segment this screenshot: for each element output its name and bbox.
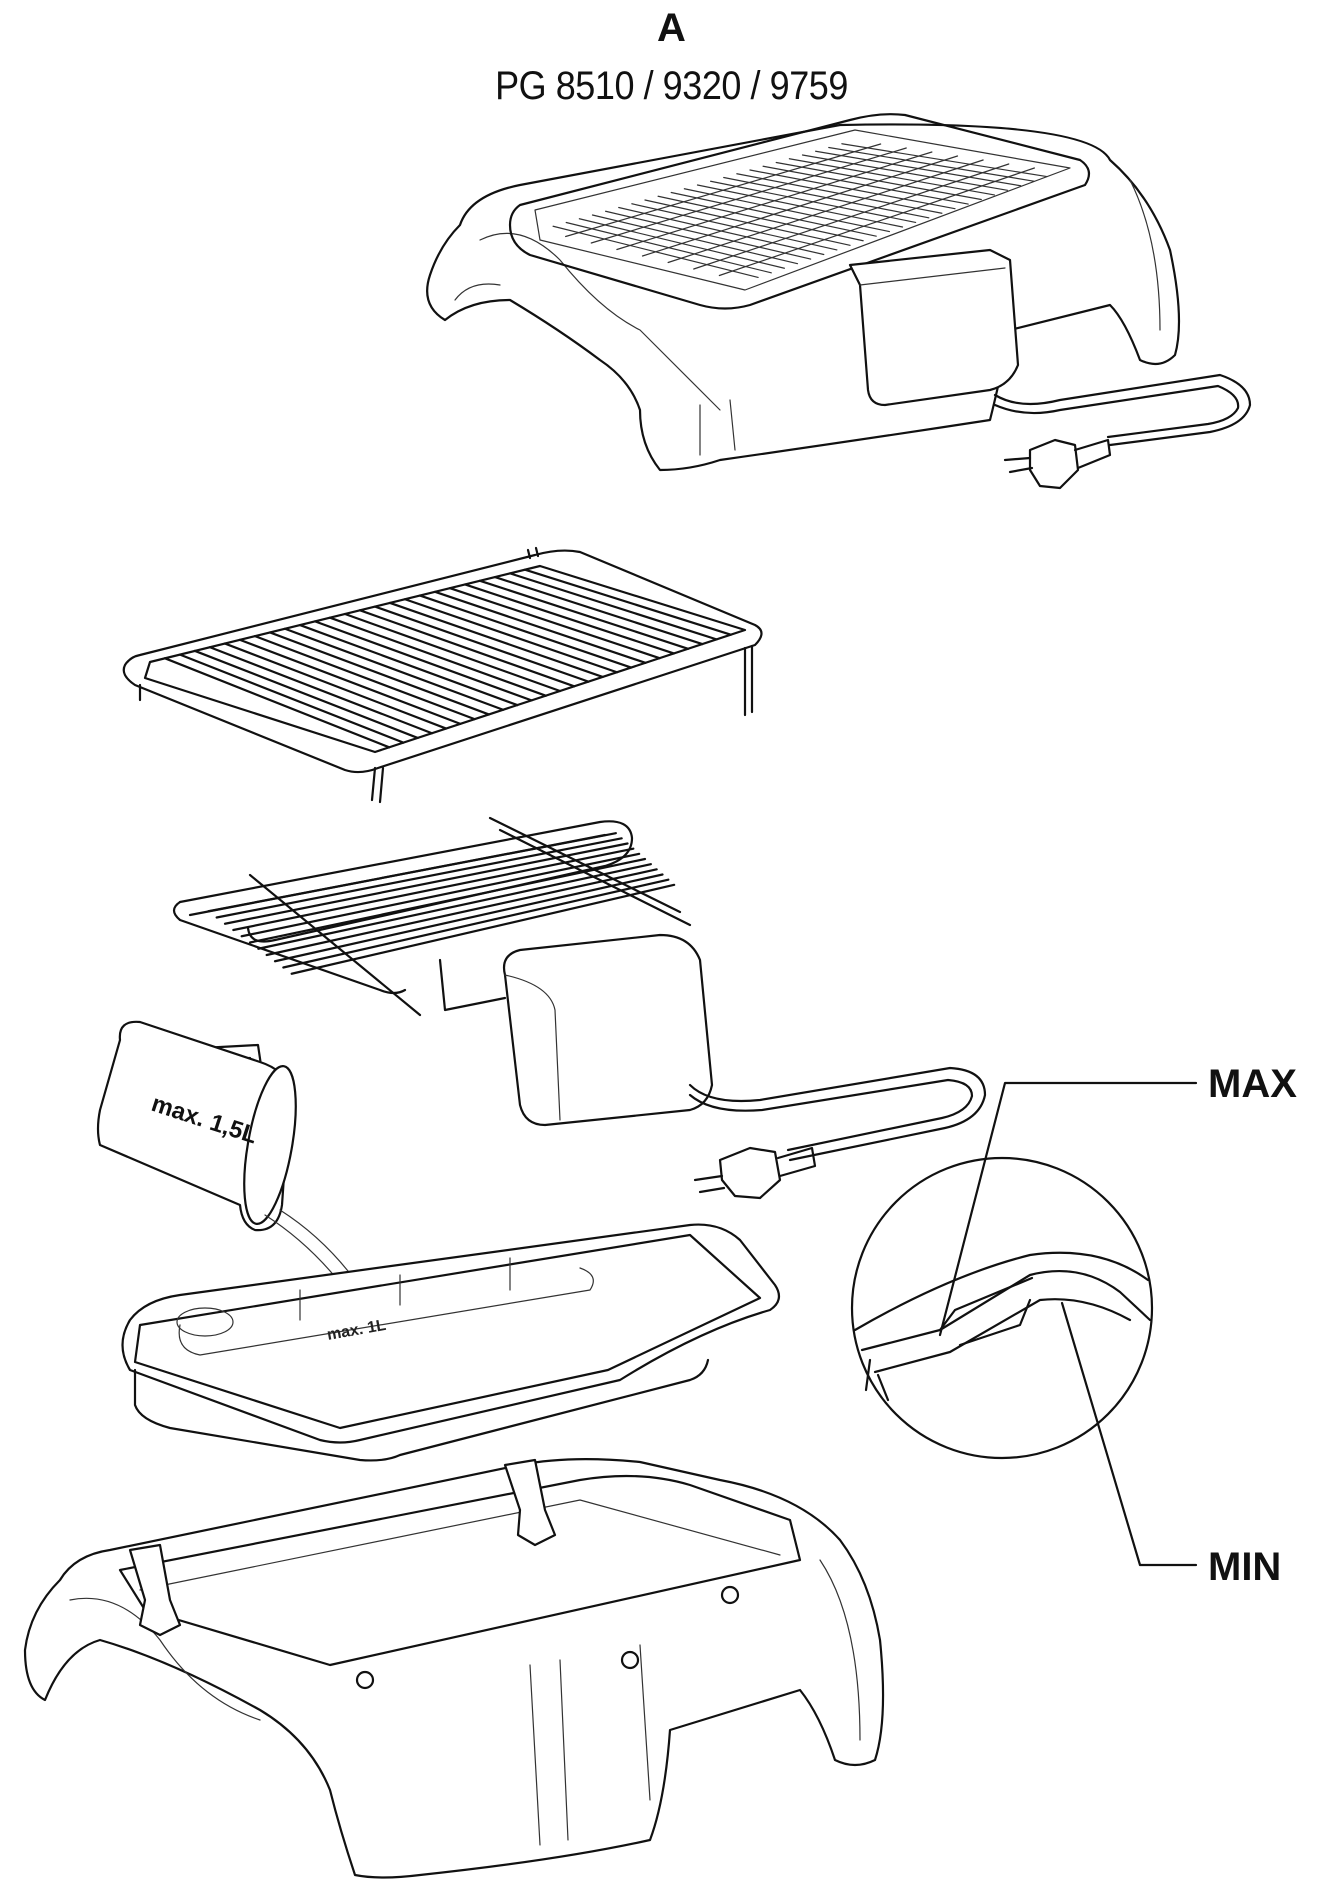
max-label: MAX: [1208, 1062, 1297, 1106]
figure-letter: A: [657, 6, 686, 50]
assembled-grill-rack: [552, 143, 1048, 279]
water-level-detail: [850, 1081, 1198, 1567]
grill-rack: [122, 546, 763, 804]
min-label: MIN: [1208, 1545, 1281, 1589]
model-numbers: PG 8510 / 9320 / 9759: [495, 64, 848, 108]
water-jug: max. 1,5L: [96, 1020, 399, 1363]
water-tray: max. 1L: [121, 1223, 781, 1462]
assembled-grill: [426, 113, 1252, 490]
grill-base: [23, 1458, 885, 1879]
heating-element: [172, 816, 987, 1200]
